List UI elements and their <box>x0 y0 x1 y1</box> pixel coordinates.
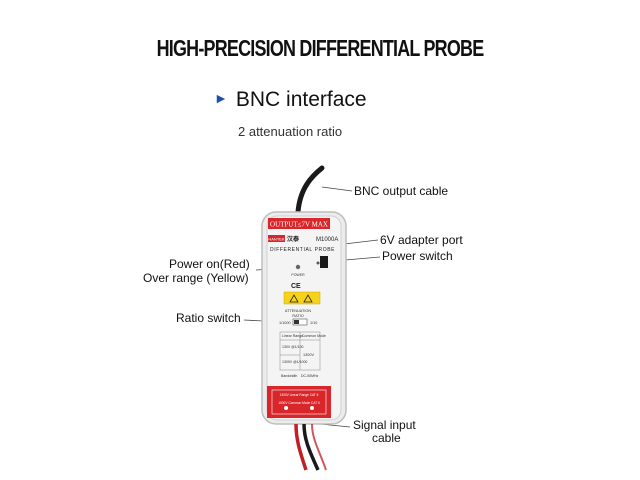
table-head-1: Linear Range <box>282 334 303 338</box>
input-jack-right <box>310 406 314 410</box>
ratio-low: 1/1000 <box>279 321 291 325</box>
attenuation-label-2: RATIO <box>292 314 303 318</box>
warning-triangle-icon <box>303 294 313 303</box>
ratio-switch <box>292 318 308 326</box>
warning-triangle-icon <box>289 294 299 303</box>
ratio-high: 1/10 <box>310 321 317 325</box>
callout-ratio-switch: Ratio switch <box>176 311 241 325</box>
row2-range: 1300V @1/1000 <box>282 360 307 364</box>
ce-mark: CE <box>291 283 301 290</box>
feature-label: BNC interface <box>235 88 367 111</box>
callout-signal-input: Signal input <box>353 418 416 432</box>
common-mode: 1300V <box>303 353 314 357</box>
callout-signal-input-cable: cable <box>372 431 401 445</box>
bandwidth-label: Bandwidth <box>281 374 297 378</box>
red-line-1: 1300V Linear Range CAT II <box>280 393 319 397</box>
power-led-label: POWER <box>291 273 305 277</box>
probe-name: DIFFERENTIAL PROBE <box>270 247 335 253</box>
power-led <box>295 264 301 270</box>
page-heading: HIGH-PRECISION DIFFERENTIAL PROBE <box>156 35 485 61</box>
ratio-switch-knob <box>294 320 299 324</box>
ratio-note: 2 attenuation ratio <box>238 124 343 139</box>
top-banner <box>268 218 330 229</box>
black-input-cable <box>302 423 320 471</box>
attenuation-label: ATTENUATION <box>285 309 311 313</box>
warning-label <box>283 291 321 305</box>
feature-line: ► BNC interface <box>214 88 367 112</box>
adapter-port <box>316 261 320 265</box>
bottom-red-block <box>267 386 331 418</box>
red-input-cable-2 <box>311 423 327 471</box>
row1-range: 130V @1/100 <box>282 345 304 349</box>
bnc-cable <box>295 165 325 215</box>
model-text: M1000A <box>316 237 338 243</box>
input-jack-left <box>284 406 288 410</box>
callout-power-switch: Power switch <box>382 249 453 263</box>
red-input-cable <box>294 423 308 471</box>
spec-table <box>279 331 321 371</box>
triangle-bullet-icon: ► <box>214 90 228 106</box>
table-head-2: Common Mode <box>302 334 326 338</box>
red-line-2: 1000V Common Mode CAT II <box>278 401 320 405</box>
brand-text: HANTEK <box>268 237 285 242</box>
brand-badge <box>268 235 285 242</box>
callout-over-range: Over range (Yellow) <box>143 271 249 285</box>
bottom-red-frame <box>271 389 327 415</box>
callout-adapter-port: 6V adapter port <box>380 233 463 247</box>
brand-cn: 汉泰 <box>287 235 300 243</box>
callout-power-on: Power on(Red) <box>169 257 250 271</box>
top-banner-text: OUTPUT≤7V MAX <box>270 221 328 229</box>
power-switch <box>320 256 328 268</box>
callout-bnc-cable: BNC output cable <box>354 184 449 198</box>
bandwidth-value: DC-50MHz <box>301 374 319 378</box>
